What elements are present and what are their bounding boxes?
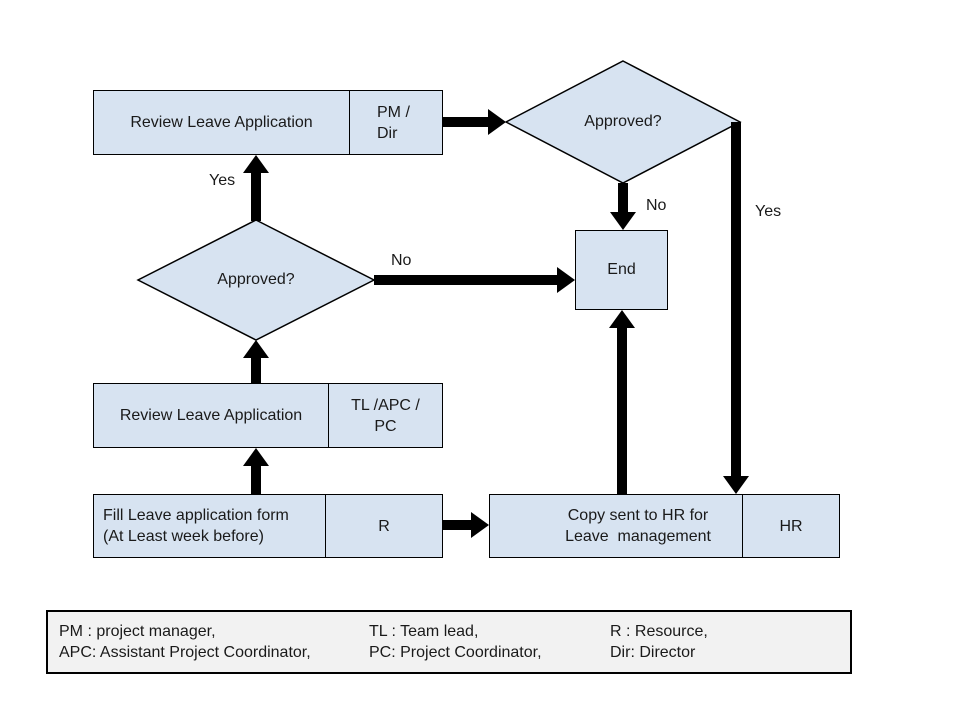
legend-column-3: R : Resource, Dir: Director — [610, 623, 708, 661]
node-label: Fill Leave application form (At Least we… — [94, 495, 326, 557]
node-copy-sent-to-hr: Copy sent to HR for Leave management HR — [489, 494, 840, 558]
arrow-review-mid-to-approved-left — [243, 340, 269, 384]
decision-approved-left-label: Approved? — [217, 271, 295, 288]
edge-label-no-top: No — [646, 197, 667, 214]
arrow-approved-top-to-end — [610, 183, 636, 230]
node-review-leave-application-tl: Review Leave Application TL /APC / PC — [93, 383, 443, 448]
node-label: Review Leave Application — [94, 91, 350, 154]
arrow-review-top-to-approved-top — [443, 109, 506, 135]
node-role-hr: HR — [779, 517, 803, 535]
node-role-pm-dir: PM / Dir — [377, 103, 410, 142]
arrow-approved-left-to-end — [374, 267, 575, 293]
node-end: End — [575, 230, 668, 310]
node-label: Copy sent to HR for Leave management — [490, 495, 743, 557]
node-label: Review Leave Application — [94, 384, 329, 447]
legend-column-2: TL : Team lead, PC: Project Coordinator, — [369, 623, 542, 661]
edge-label-yes-right: Yes — [755, 203, 782, 220]
arrow-approved-left-to-review-top — [243, 155, 269, 221]
arrow-fill-form-to-review-mid — [243, 448, 269, 495]
edge-label-no-left: No — [391, 252, 412, 269]
legend-box: PM : project manager, APC: Assistant Pro… — [46, 610, 852, 674]
legend-column-1: PM : project manager, APC: Assistant Pro… — [59, 623, 311, 661]
node-role-tl-apc-pc: TL /APC / PC — [351, 396, 420, 435]
node-fill-leave-application-form: Fill Leave application form (At Least we… — [93, 494, 443, 558]
edge-label-yes-left: Yes — [209, 172, 236, 189]
node-end-label: End — [607, 261, 636, 278]
node-review-leave-application-pm: Review Leave Application PM / Dir — [93, 90, 443, 155]
arrow-fill-form-to-copy-hr — [443, 512, 489, 538]
arrow-copy-hr-to-end — [609, 310, 635, 494]
node-role-r: R — [378, 517, 390, 535]
decision-approved-top-label: Approved? — [584, 113, 662, 130]
arrow-approved-top-to-copy-hr — [723, 122, 749, 494]
